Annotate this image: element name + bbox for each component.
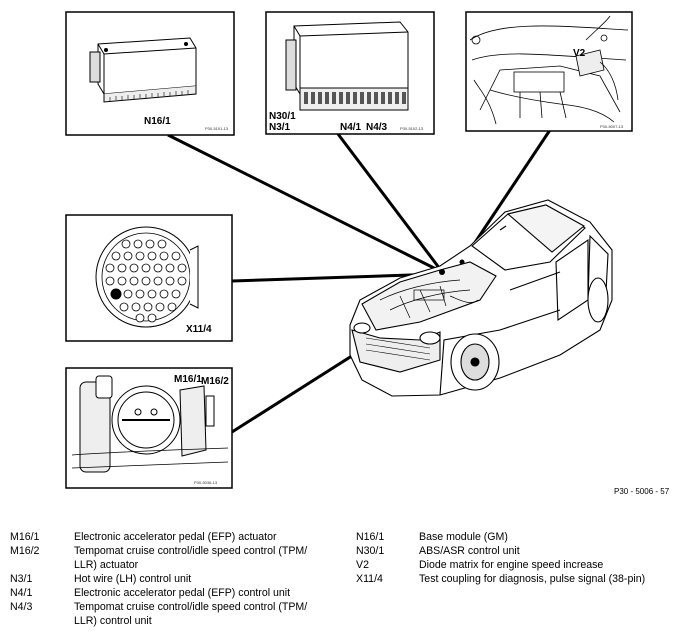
control-unit-drawing xyxy=(285,21,409,111)
test-coupling-drawing xyxy=(95,226,199,328)
legend-description: Electronic accelerator pedal (EFP) actua… xyxy=(74,531,277,543)
label-n30-1: N30/1 xyxy=(269,111,296,122)
legend-right-column: N16/1 Base module (GM) N30/1 ABS/ASR contro… xyxy=(356,530,676,586)
legend-description: Tempomat cruise control/idle speed contr… xyxy=(74,601,308,627)
figure-ref: P30 - 5006 - 57 xyxy=(614,487,670,496)
legend-row: M16/1 Electronic accelerator pedal (EFP) … xyxy=(10,530,330,544)
connection-point-bulkhead xyxy=(459,259,465,265)
label-n4-3: N4/3 xyxy=(366,122,388,133)
legend-code: N4/3 xyxy=(10,601,33,613)
legend-description: Diode matrix for engine speed increase xyxy=(419,559,604,571)
legend-description: Tempomat cruise control/idle speed contr… xyxy=(74,545,308,571)
legend-code: N30/1 xyxy=(356,545,385,557)
ref-throttle: P30-5036-13 xyxy=(194,480,218,485)
legend-row: V2 Diode matrix for engine speed increase xyxy=(356,558,676,572)
panel-n4-control-unit: N30/1 N3/1 N4/1 N4/3 P30-5102-13 xyxy=(265,11,435,135)
legend-row: N3/1 Hot wire (LH) control unit xyxy=(10,572,330,586)
legend-row: X11/4 Test coupling for diagnosis, pulse … xyxy=(356,572,676,586)
leader-lines xyxy=(167,129,552,434)
legend-code: N4/1 xyxy=(10,587,33,599)
legend-code: N3/1 xyxy=(10,573,33,585)
label-n3-1: N3/1 xyxy=(269,122,291,133)
car-illustration xyxy=(349,199,613,397)
leader-line-n4 xyxy=(336,133,445,274)
connection-points xyxy=(439,259,465,275)
legend-description: Hot wire (LH) control unit xyxy=(74,573,192,585)
leader-line-x11-4 xyxy=(231,272,441,283)
legend-description: Electronic accelerator pedal (EFP) contr… xyxy=(74,587,291,599)
ref-n4: P30-5102-13 xyxy=(400,126,424,131)
connection-point-engine-bay xyxy=(439,269,445,275)
legend-description: Base module (GM) xyxy=(419,531,508,543)
ref-n16-1: P30-5101-13 xyxy=(205,126,229,131)
legend-description: Test coupling for diagnosis, pulse signa… xyxy=(419,573,646,585)
legend-code: X11/4 xyxy=(356,573,383,585)
legend-row: N4/1 Electronic accelerator pedal (EFP) c… xyxy=(10,586,330,600)
ref-v2: P30-5007-13 xyxy=(600,124,624,129)
label-x11-4: X11/4 xyxy=(186,324,212,335)
legend-row: N30/1 ABS/ASR control unit xyxy=(356,544,676,558)
label-m16-1: M16/1 xyxy=(174,374,202,385)
legend-code: M16/2 xyxy=(10,545,40,557)
panel-n16-1: N16/1 P30-5101-13 xyxy=(65,11,235,136)
label-m16-2: M16/2 xyxy=(201,376,229,387)
panel-v2: V2 P30-5007-13 xyxy=(465,11,633,132)
legend-description: ABS/ASR control unit xyxy=(419,545,520,557)
label-v2: V2 xyxy=(573,48,586,59)
legend-row: M16/2 Tempomat cruise control/idle speed … xyxy=(10,544,330,572)
label-n4-1: N4/1 xyxy=(340,122,362,133)
panel-throttle-actuator: M16/1 M16/2 P30-5036-13 xyxy=(65,367,233,489)
throttle-actuator-drawing xyxy=(71,375,229,473)
leader-line-n16-1 xyxy=(167,133,443,274)
legend-code: N16/1 xyxy=(356,531,385,543)
legend-code: M16/1 xyxy=(10,531,40,543)
label-n16-1: N16/1 xyxy=(144,116,171,127)
legend-code: V2 xyxy=(356,559,369,571)
engine-bay-drawing xyxy=(469,15,629,125)
legend-row: N16/1 Base module (GM) xyxy=(356,530,676,544)
base-module-drawing xyxy=(89,37,197,103)
component-location-diagram: N16/1 P30-5101-13 N30/1 N3/1 N4/1 xyxy=(65,11,670,496)
legend-row: N4/3 Tempomat cruise control/idle speed c… xyxy=(10,600,330,628)
panel-x11-4: X11/4 xyxy=(65,214,233,342)
